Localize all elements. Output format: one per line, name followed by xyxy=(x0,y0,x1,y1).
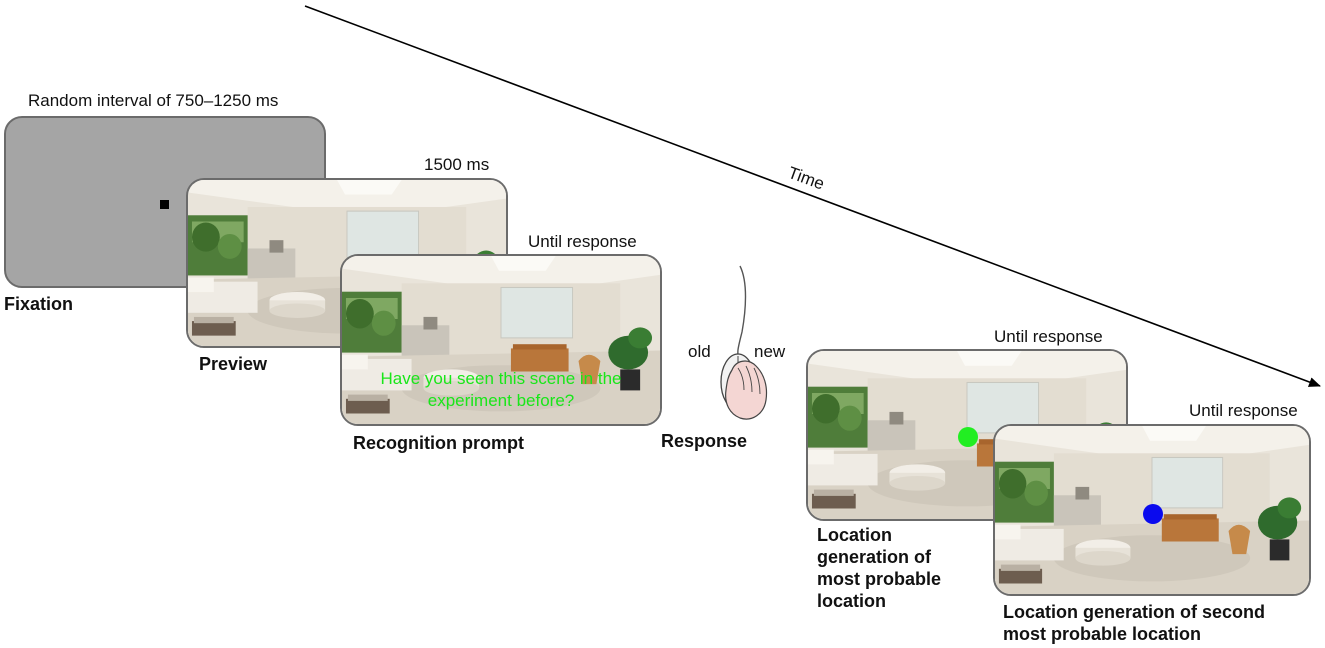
recognition-screen: Have you seen this scene in the experime… xyxy=(340,254,662,426)
caption-line: most probable location xyxy=(1003,624,1202,644)
caption-line: location xyxy=(817,591,887,611)
question-line-1: Have you seen this scene in the xyxy=(380,369,622,388)
new-label: new xyxy=(754,342,786,361)
location1-caption: Location generation of most probable loc… xyxy=(817,524,941,612)
location-marker-blue xyxy=(1143,504,1163,524)
location-marker-green xyxy=(958,427,978,447)
location2-duration: Until response xyxy=(1189,401,1298,420)
preview-duration: 1500 ms xyxy=(424,155,490,174)
recognition-caption: Recognition prompt xyxy=(353,433,524,453)
location2-screen xyxy=(993,424,1311,596)
caption-line: Location generation of second xyxy=(1003,602,1266,622)
fixation-cross xyxy=(160,200,169,209)
fixation-duration: Random interval of 750–1250 ms xyxy=(28,91,279,110)
mouse-hand-icon xyxy=(720,265,768,420)
recognition-question: Have you seen this scene in the experime… xyxy=(342,368,660,412)
location2-caption: Location generation of second most proba… xyxy=(1003,601,1265,645)
caption-line: Location xyxy=(817,525,892,545)
response-caption: Response xyxy=(661,431,748,451)
old-label: old xyxy=(688,342,711,361)
preview-caption: Preview xyxy=(199,354,268,374)
fixation-caption: Fixation xyxy=(4,294,74,314)
location1-duration: Until response xyxy=(994,327,1103,346)
question-line-2: experiment before? xyxy=(427,391,575,410)
caption-line: generation of xyxy=(817,547,932,567)
caption-line: most probable xyxy=(817,569,942,589)
recognition-duration: Until response xyxy=(528,232,637,251)
